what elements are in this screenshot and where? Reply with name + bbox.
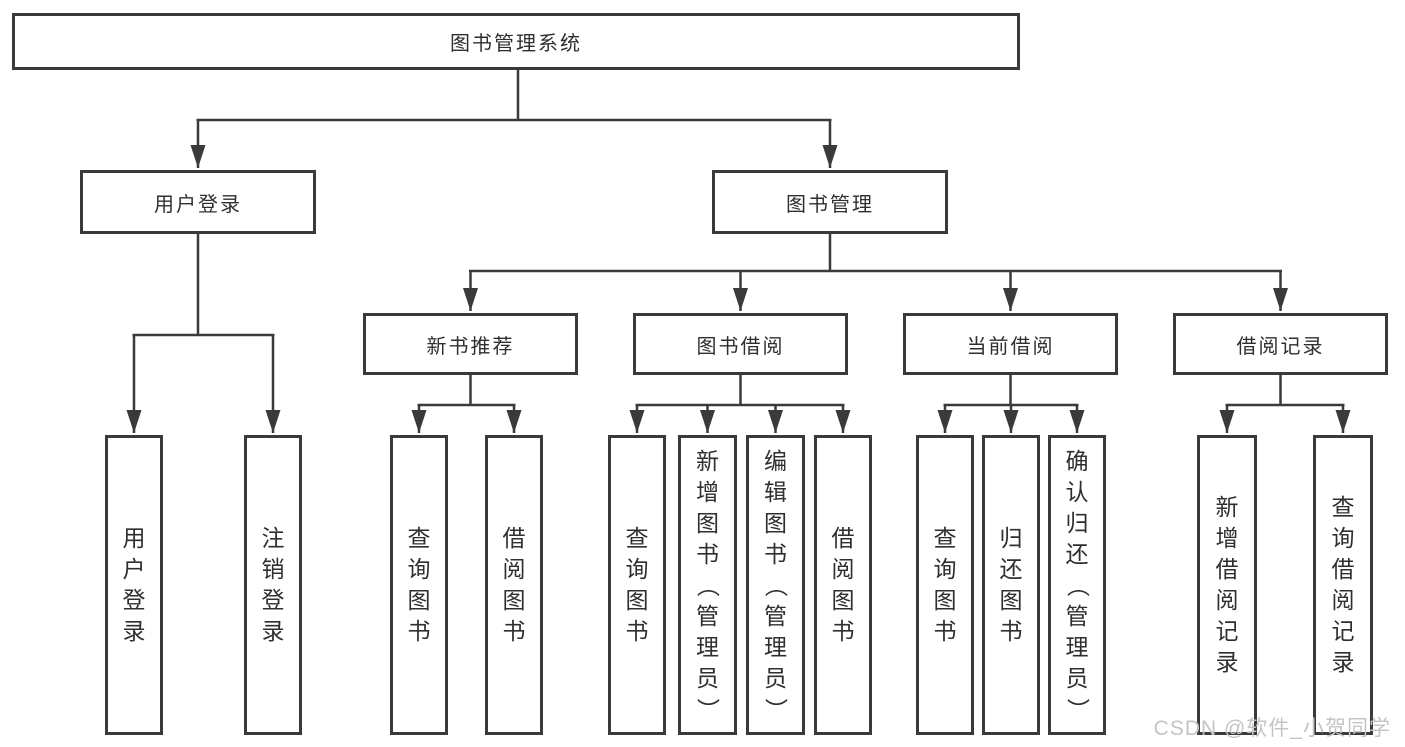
node-new-book-recommend: 新书推荐 xyxy=(363,313,578,375)
node-root-label: 图书管理系统 xyxy=(450,33,582,55)
leaf-borrow-book-1-label: 借阅图书 xyxy=(502,525,526,644)
node-user-login-label: 用户登录 xyxy=(154,193,242,216)
leaf-query-book-1: 查询图书 xyxy=(390,435,448,735)
leaf-confirm-return-admin: 确认归还（管理员） xyxy=(1048,435,1106,735)
leaf-borrow-book-1: 借阅图书 xyxy=(485,435,543,735)
node-current-borrow-label: 当前借阅 xyxy=(966,335,1055,358)
connector-current-spine xyxy=(943,375,1079,407)
leaf-add-book-admin: 新增图书（管理员） xyxy=(678,435,737,735)
node-root-system: 图书管理系统 xyxy=(12,13,1020,70)
node-book-borrow-label: 图书借阅 xyxy=(696,335,785,358)
leaf-add-borrow-record-label: 新增借阅记录 xyxy=(1215,494,1239,675)
leaf-query-book-2: 查询图书 xyxy=(608,435,666,735)
leaf-query-book-3-label: 查询图书 xyxy=(933,525,957,644)
leaf-add-book-admin-label: 新增图书（管理员） xyxy=(695,447,721,721)
node-new-book-recommend-label: 新书推荐 xyxy=(426,335,515,358)
leaf-query-book-3: 查询图书 xyxy=(916,435,974,735)
csdn-watermark: CSDN @软件_小贺同学 xyxy=(1153,717,1391,740)
leaf-logout-label: 注销登录 xyxy=(261,525,285,644)
node-current-borrow: 当前借阅 xyxy=(903,313,1118,375)
node-borrow-records: 借阅记录 xyxy=(1173,313,1388,375)
leaf-return-book: 归还图书 xyxy=(982,435,1040,735)
leaf-borrow-book-2-label: 借阅图书 xyxy=(831,525,855,644)
connector-borrow-spine xyxy=(635,375,845,407)
leaf-query-borrow-record-label: 查询借阅记录 xyxy=(1331,494,1355,675)
node-borrow-records-label: 借阅记录 xyxy=(1236,335,1325,358)
leaf-add-borrow-record: 新增借阅记录 xyxy=(1197,435,1257,735)
leaf-return-book-label: 归还图书 xyxy=(999,525,1023,644)
node-user-login: 用户登录 xyxy=(80,170,316,234)
leaf-query-book-2-label: 查询图书 xyxy=(625,525,649,644)
node-book-management: 图书管理 xyxy=(712,170,948,234)
leaf-logout: 注销登录 xyxy=(244,435,302,735)
connector-user-login-spine xyxy=(132,234,275,337)
connector-root-spine xyxy=(196,70,832,122)
leaf-user-login: 用户登录 xyxy=(105,435,163,735)
leaf-borrow-book-2: 借阅图书 xyxy=(814,435,872,735)
leaf-query-book-1-label: 查询图书 xyxy=(407,525,431,644)
connector-records-spine xyxy=(1225,375,1345,407)
leaf-user-login-label: 用户登录 xyxy=(122,525,146,644)
leaf-edit-book-admin-label: 编辑图书（管理员） xyxy=(763,447,789,721)
connector-new-rec-spine xyxy=(417,375,516,407)
connector-book-mgmt-spine xyxy=(469,234,1282,273)
node-book-management-label: 图书管理 xyxy=(786,193,874,216)
leaf-confirm-return-admin-label: 确认归还（管理员） xyxy=(1064,447,1091,721)
leaf-edit-book-admin: 编辑图书（管理员） xyxy=(746,435,805,735)
node-book-borrow: 图书借阅 xyxy=(633,313,848,375)
leaf-query-borrow-record: 查询借阅记录 xyxy=(1313,435,1373,735)
